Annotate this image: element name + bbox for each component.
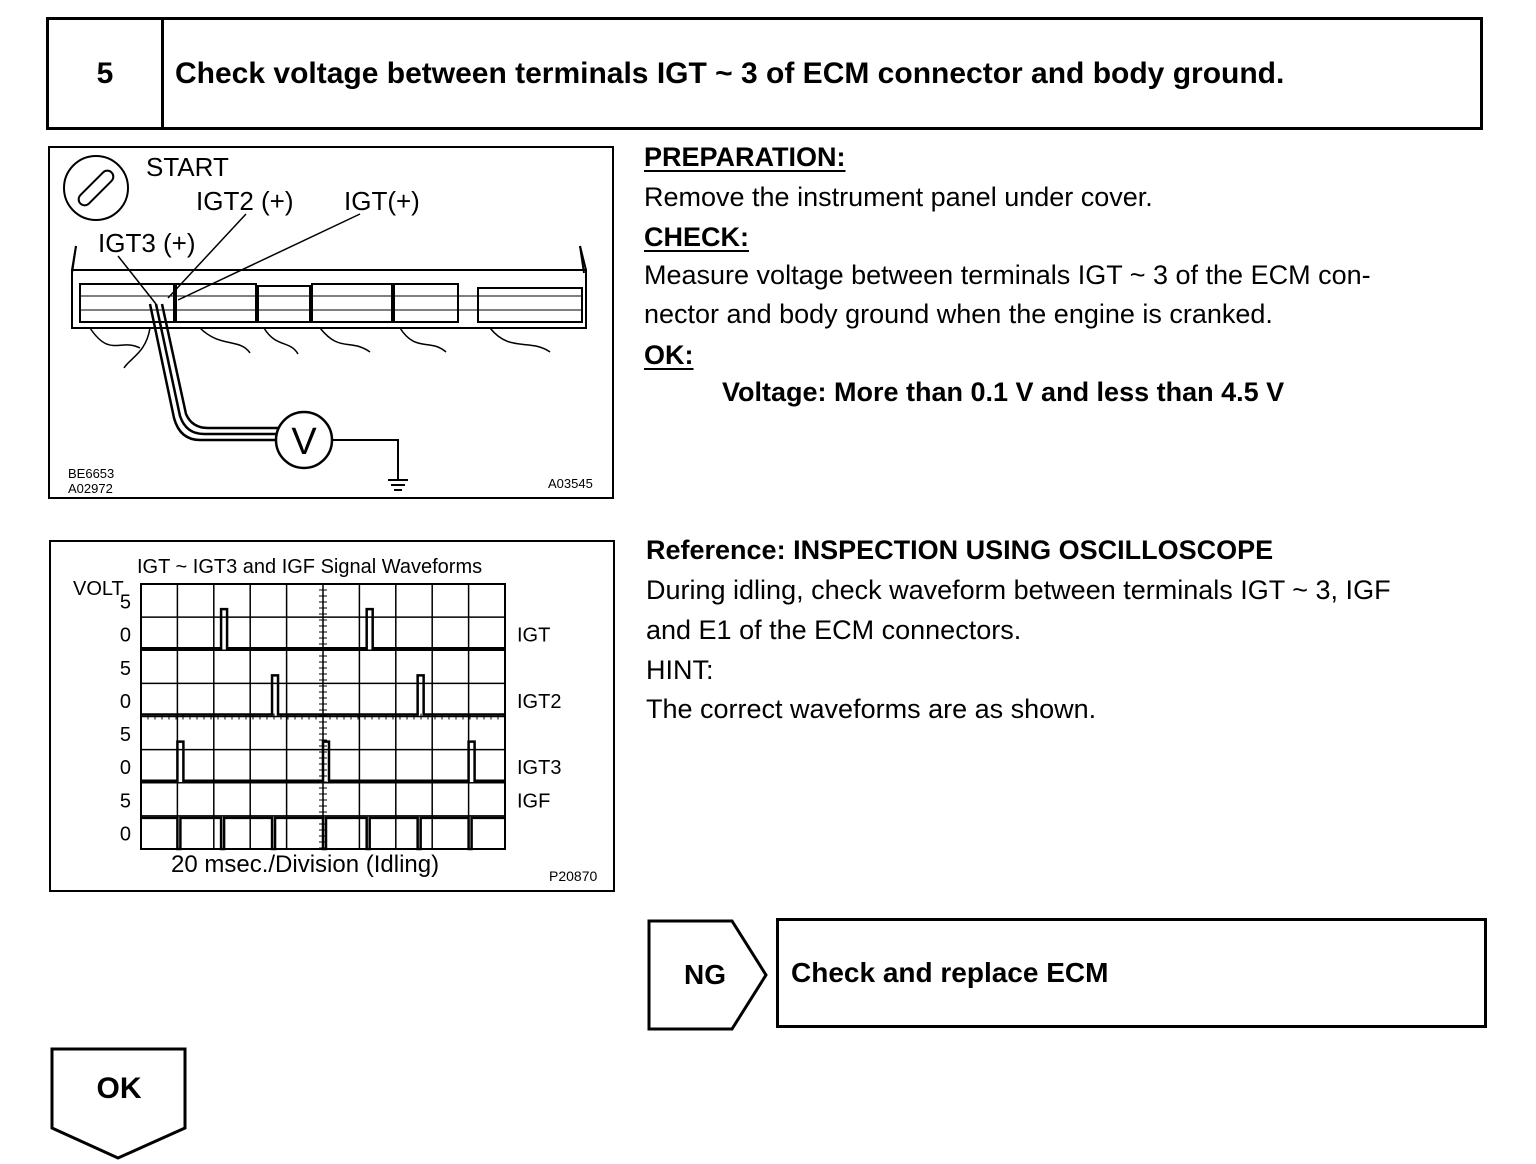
check-text-line1: Measure voltage between terminals IGT ~ … [644, 260, 1371, 290]
ref-code-2: A02972 [68, 481, 113, 496]
igt3-label: IGT3 (+) [98, 228, 196, 258]
ecm-connector-3 [257, 285, 311, 323]
step-header: 5 Check voltage between terminals IGT ~ … [46, 17, 1483, 130]
hint-text: The correct waveforms are as shown. [646, 694, 1097, 724]
scope-level-low-igf: 0 [120, 823, 131, 845]
ecm-connector-4 [311, 283, 393, 323]
igt-label: IGT(+) [344, 186, 420, 216]
scope-waveforms [141, 607, 505, 851]
check-text-line2: nector and body ground when the engine i… [644, 299, 1273, 329]
ok-label: OK [96, 1072, 142, 1105]
ng-label: NG [684, 959, 726, 990]
scope-level-high-igt: 5 [120, 592, 131, 614]
preparation-heading: PREPARATION: [644, 142, 846, 172]
ng-action-text: Check and replace ECM [791, 957, 1109, 988]
waveform-igt [141, 607, 505, 650]
scope-level-low-igt: 0 [120, 625, 131, 647]
ground-icon [332, 439, 408, 491]
ecm-connector-2 [175, 283, 257, 323]
scope-title: IGT ~ IGT3 and IGF Signal Waveforms [137, 556, 482, 578]
step-title: Check voltage between terminals IGT ~ 3 … [175, 57, 1285, 90]
probe-lead [148, 303, 278, 442]
scope-level-low-igt2: 0 [120, 691, 131, 713]
scope-channel-igt3: IGT3 [517, 757, 561, 779]
harness-wires [89, 327, 551, 369]
scope-level-high-igt2: 5 [120, 658, 131, 680]
ok-heading: OK: [644, 340, 694, 370]
reference-text-line2: and E1 of the ECM connectors. [646, 615, 1022, 645]
waveform-igf [141, 816, 505, 851]
reference-text-line1: During idling, check waveform between te… [646, 575, 1391, 605]
scope-ref-code: P20870 [549, 868, 597, 884]
step-number: 5 [96, 57, 114, 90]
ng-arrow-box [647, 919, 768, 1031]
scope-channel-igf: IGF [517, 790, 550, 812]
step-number-divider [161, 20, 164, 127]
voltmeter-icon: V [274, 410, 334, 470]
ignition-start-label: START [146, 152, 229, 182]
reference-heading: Reference: INSPECTION USING OSCILLOSCOPE [646, 535, 1274, 565]
ecm-unit [71, 245, 587, 329]
waveform-igt3 [141, 740, 505, 782]
ok-spec-text: Voltage: More than 0.1 V and less than 4… [722, 377, 1285, 407]
oscilloscope-panel: IGT ~ IGT3 and IGF Signal Waveforms VOLT… [49, 540, 615, 892]
preparation-text: Remove the instrument panel under cover. [644, 182, 1153, 212]
ok-arrow-box [50, 1047, 187, 1160]
scope-x-label: 20 msec./Division (Idling) [171, 851, 439, 878]
scope-level-high-igf: 5 [120, 790, 131, 812]
ecm-connectors [79, 283, 583, 323]
ecm-connector-5 [393, 283, 459, 323]
ref-code-1: BE6653 [68, 466, 114, 481]
hint-heading: HINT: [646, 655, 714, 685]
ref-code-3: A03545 [548, 476, 593, 491]
scope-grid [140, 583, 506, 850]
scope-y-unit: VOLT [73, 578, 124, 600]
ng-action-box: Check and replace ECM [776, 918, 1487, 1028]
igt2-label: IGT2 (+) [196, 186, 294, 216]
connector-diagram: START IGT2 (+) IGT(+) IGT3 (+) [48, 146, 614, 499]
ignition-key-icon [63, 155, 129, 221]
waveform-igt2 [141, 674, 505, 716]
scope-level-low-igt3: 0 [120, 757, 131, 779]
voltmeter-symbol: V [291, 421, 317, 463]
check-heading: CHECK: [644, 222, 749, 252]
scope-level-high-igt3: 5 [120, 724, 131, 746]
ecm-connector-6 [477, 287, 583, 323]
scope-channel-igt: IGT [517, 625, 550, 647]
scope-channel-igt2: IGT2 [517, 691, 561, 713]
